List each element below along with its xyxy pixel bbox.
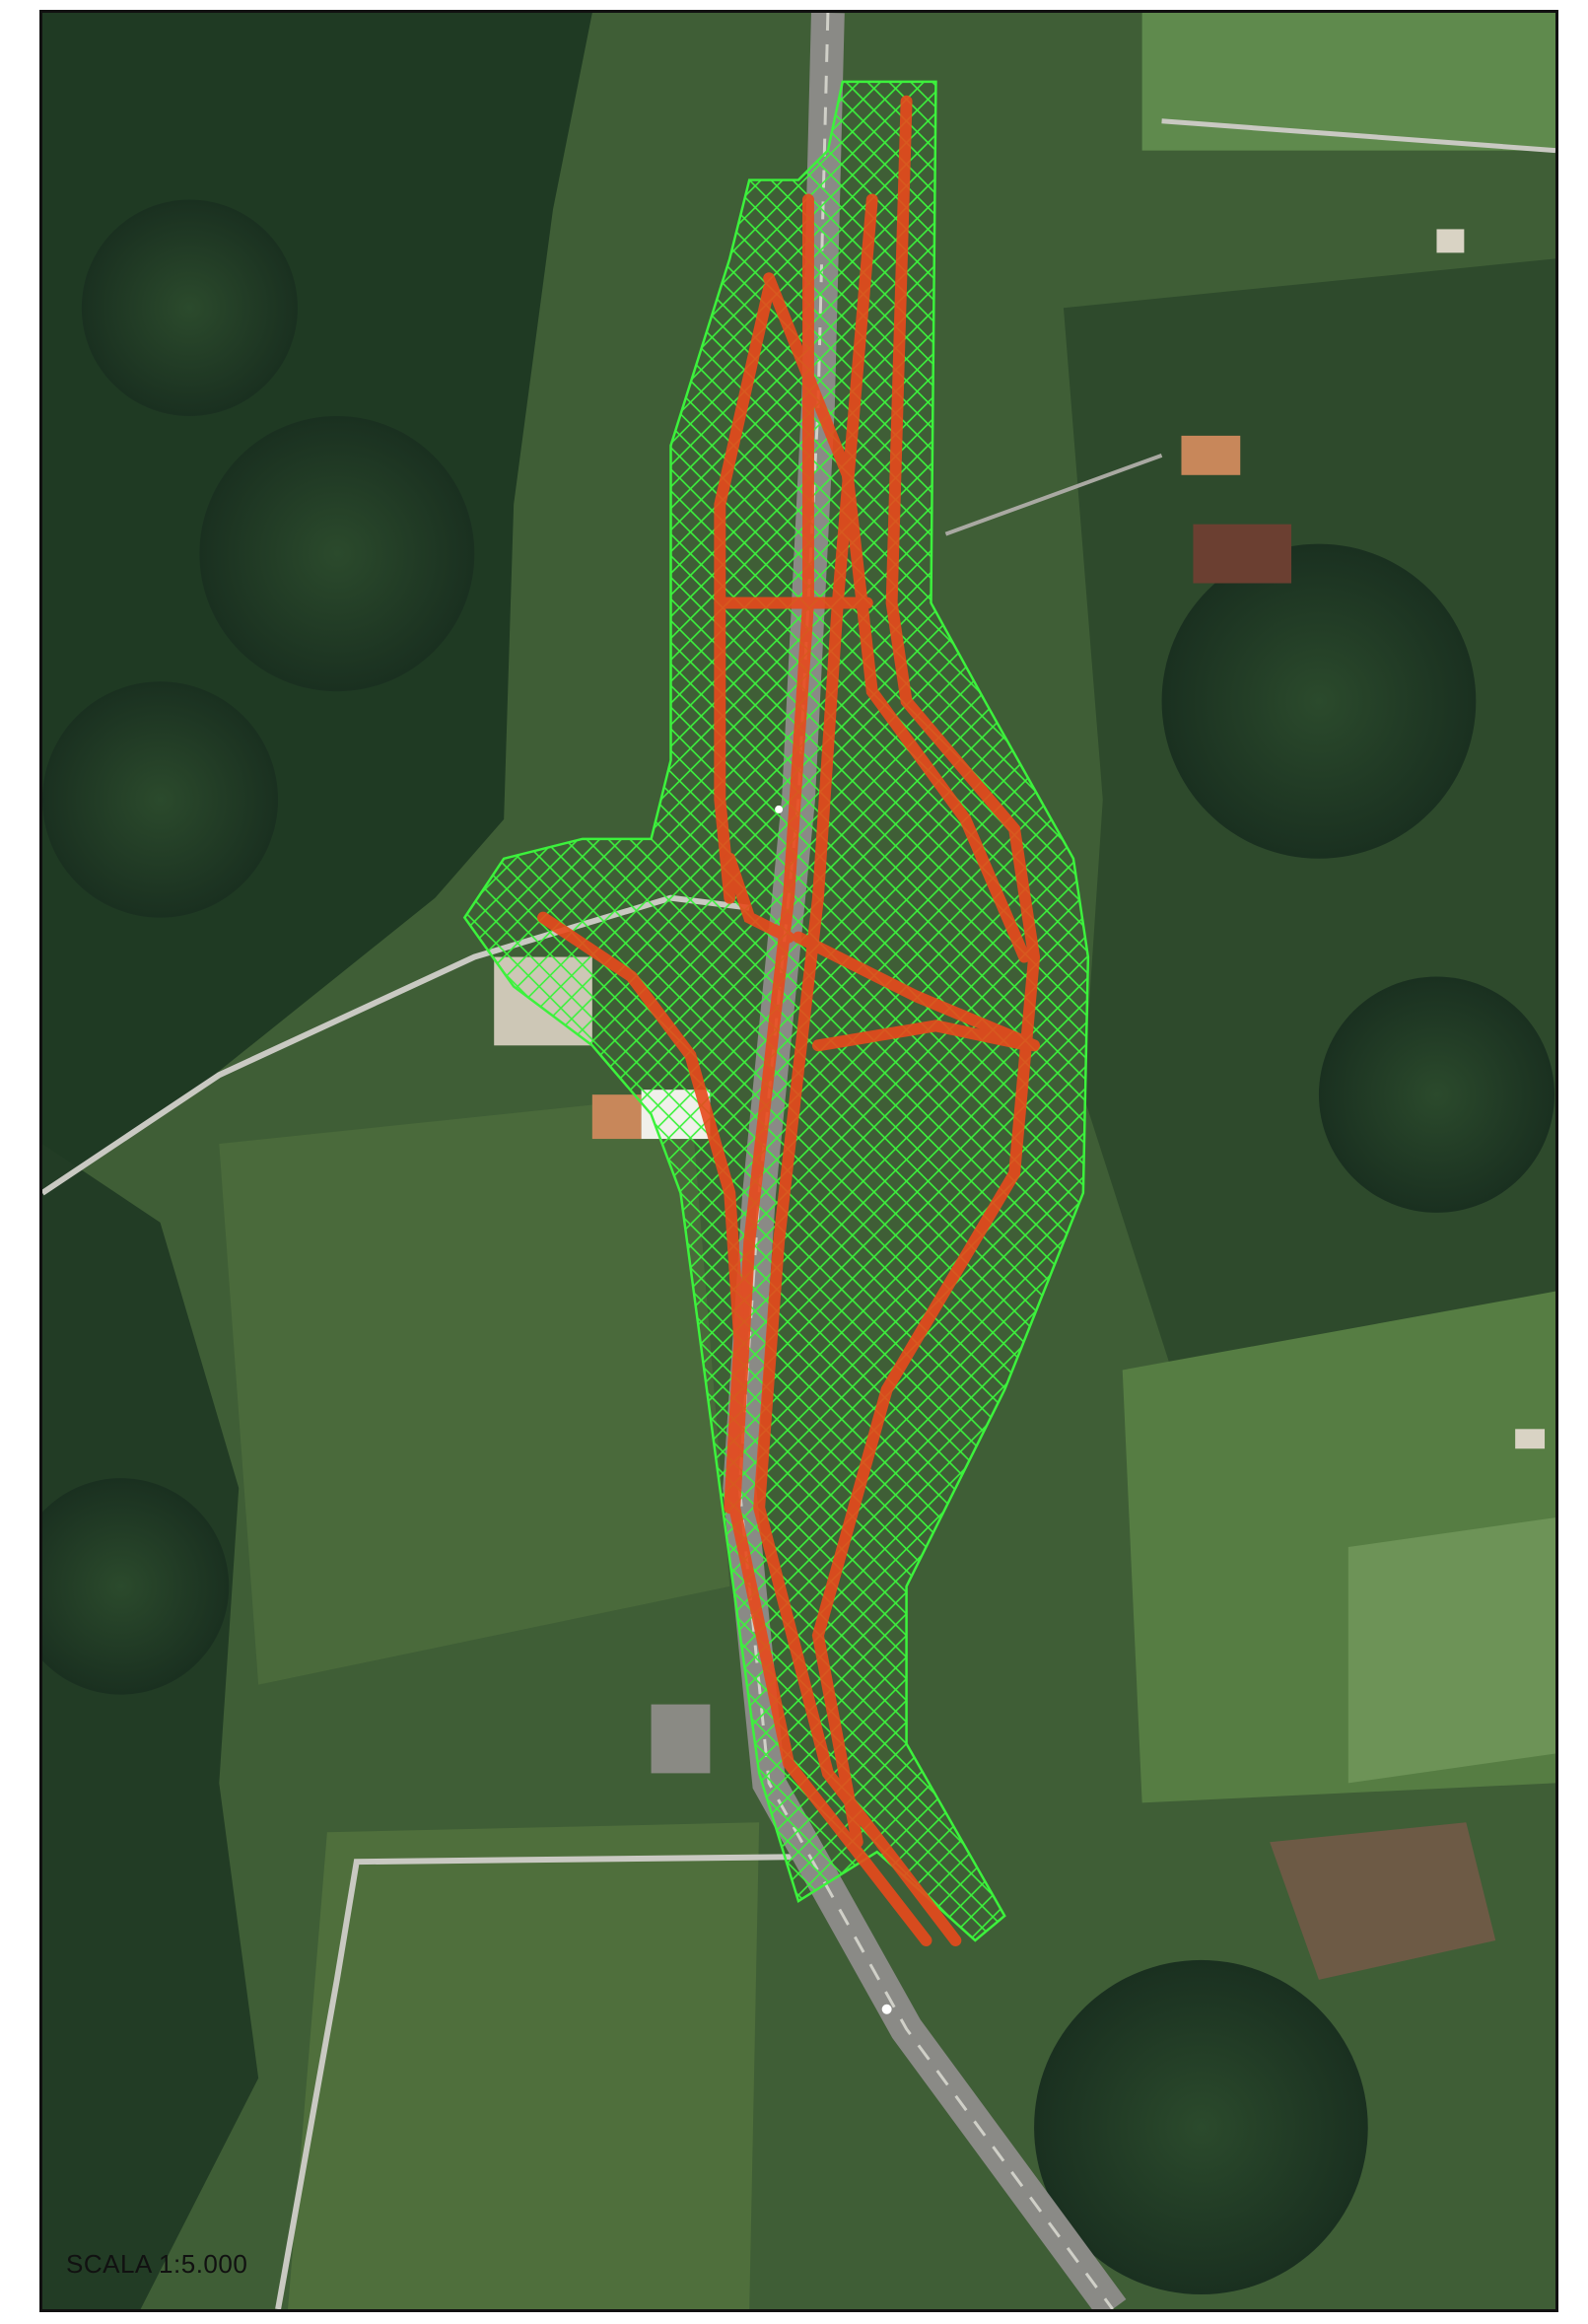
local-road [1161, 118, 1555, 154]
tree-cluster [1318, 976, 1555, 1213]
tree-cluster [199, 415, 475, 692]
tree-cluster [81, 199, 298, 416]
building [591, 1094, 642, 1140]
local-road [944, 453, 1163, 536]
tree-cluster [42, 681, 279, 918]
building [1515, 1429, 1546, 1449]
brown-patch [1270, 1822, 1496, 1980]
map-frame: SCALA 1:5.000 [39, 10, 1558, 2312]
road-alignments[interactable] [537, 95, 1041, 1946]
tree-cluster [42, 1478, 230, 1695]
field-bottom-left [288, 1822, 760, 2309]
field-center-left [219, 1094, 730, 1685]
field-top-right [1141, 13, 1555, 151]
aerial-map[interactable] [42, 13, 1555, 2309]
building [651, 1704, 711, 1774]
tree-cluster [1034, 1959, 1368, 2295]
forest-left-lower [42, 1144, 259, 2309]
vehicle-marker [881, 2004, 892, 2014]
building [1181, 435, 1241, 475]
scale-label: SCALA 1:5.000 [66, 2249, 248, 2279]
building [1193, 524, 1292, 584]
striped-field [1347, 1517, 1555, 1784]
vehicle-marker [775, 805, 784, 813]
tree-cluster [1161, 543, 1477, 859]
building [1436, 229, 1465, 253]
local-road [275, 1854, 799, 2309]
